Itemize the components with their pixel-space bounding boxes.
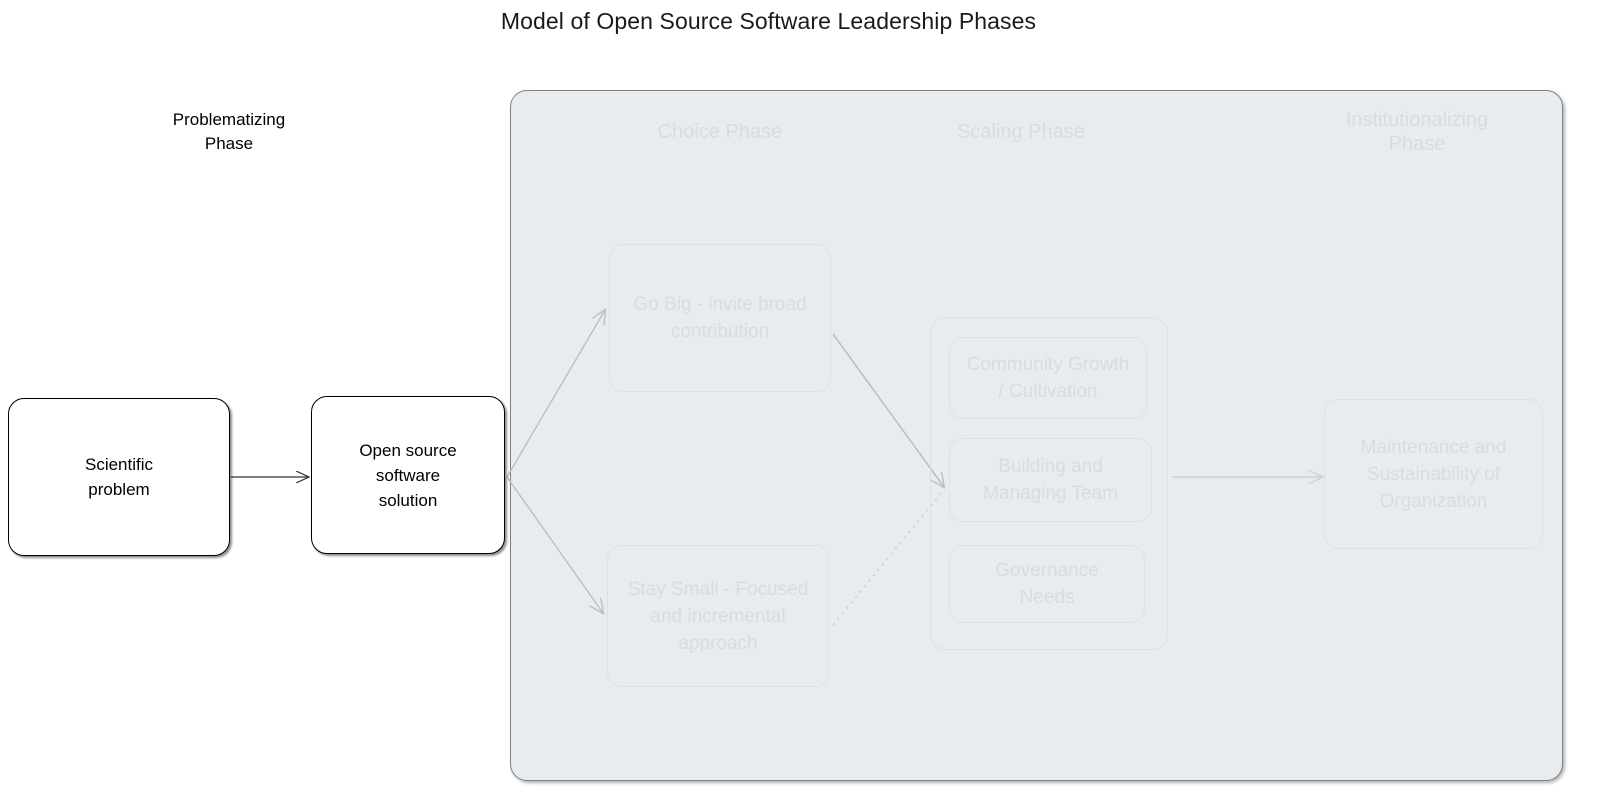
node-community-growth[interactable]: Community Growth / Cultivation bbox=[949, 337, 1147, 419]
node-go-big[interactable]: Go Big - invite broad contribution bbox=[609, 244, 831, 392]
node-governance-needs[interactable]: Governance Needs bbox=[949, 545, 1145, 623]
node-oss-solution[interactable]: Open source software solution bbox=[311, 396, 505, 554]
node-stay-small-label: Stay Small - Focused and incremental app… bbox=[627, 578, 809, 654]
phase-label-institutionalizing: Institutionalizing Phase bbox=[1345, 109, 1489, 155]
page-title: Model of Open Source Software Leadership… bbox=[500, 8, 1037, 34]
node-go-big-label: Go Big - invite broad contribution bbox=[633, 294, 807, 342]
phases-container bbox=[510, 90, 1563, 781]
node-building-managing-team-label: Building and Managing Team bbox=[983, 456, 1118, 504]
node-oss-solution-label: Open source software solution bbox=[359, 440, 457, 510]
group-scaling-phase bbox=[930, 317, 1168, 650]
phase-label-scaling: Scaling Phase bbox=[957, 121, 1085, 143]
phase-label-problematizing: Problematizing Phase bbox=[172, 110, 286, 153]
node-maintenance-sustainability[interactable]: Maintenance and Sustainability of Organi… bbox=[1324, 399, 1543, 549]
node-stay-small[interactable]: Stay Small - Focused and incremental app… bbox=[607, 545, 829, 687]
phase-label-choice: Choice Phase bbox=[657, 121, 783, 143]
node-scientific-problem-label: Scientific problem bbox=[84, 455, 154, 499]
node-building-managing-team[interactable]: Building and Managing Team bbox=[949, 438, 1152, 522]
node-governance-needs-label: Governance Needs bbox=[995, 560, 1099, 608]
node-scientific-problem[interactable]: Scientific problem bbox=[8, 398, 230, 556]
node-maintenance-sustainability-label: Maintenance and Sustainability of Organi… bbox=[1360, 436, 1507, 512]
node-community-growth-label: Community Growth / Cultivation bbox=[966, 354, 1130, 402]
